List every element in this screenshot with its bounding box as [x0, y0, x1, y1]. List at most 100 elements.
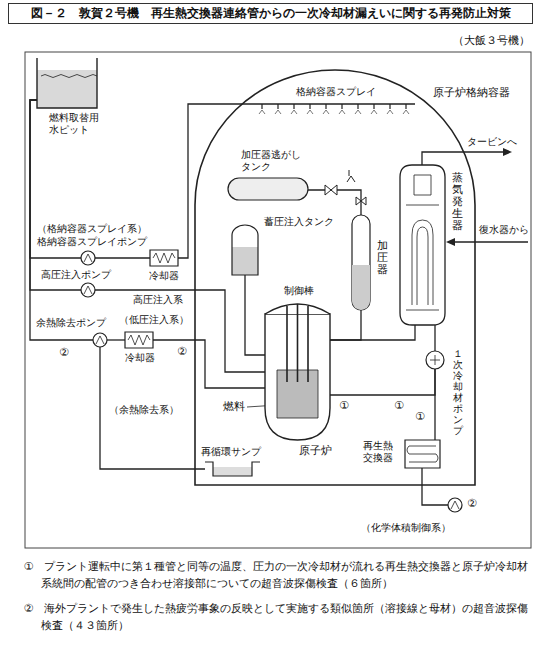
system-label: （化学体積制御系）: [360, 522, 452, 534]
sump-pit: 再循環サンプ: [205, 462, 260, 476]
pipe-line: [107, 339, 125, 340]
callout-number: ①: [414, 410, 426, 423]
pipe-line: [330, 310, 361, 340]
shape-path: [93, 333, 107, 347]
shape-path: [228, 178, 308, 200]
shape-path: [84, 254, 92, 262]
shape-path: [430, 355, 440, 365]
system-label: （格納容器スプレイ系）: [36, 223, 148, 235]
shape-outline: [426, 351, 444, 369]
pipe-line: [330, 369, 435, 395]
spray-cones: [259, 110, 409, 114]
callout-number: ①: [393, 399, 405, 412]
shape-path: [153, 253, 175, 263]
callout-number: ②: [176, 345, 188, 358]
feedwater-pipe: [455, 241, 528, 242]
arrow-head: [503, 148, 512, 156]
shape-outline: [400, 165, 445, 325]
callout-number: ①: [338, 399, 350, 412]
shape-path: [287, 304, 308, 382]
pipe-line: [30, 100, 93, 340]
shape-outline: [37, 58, 97, 108]
shape-path: [81, 283, 95, 297]
part-label: 燃料: [222, 400, 246, 413]
arrow-head: [446, 238, 455, 246]
shape-outline: [93, 333, 107, 347]
plant-name: （大飯３号機）: [452, 34, 531, 47]
shape-path: [96, 336, 104, 344]
system-label: （余熱除去系）: [108, 404, 180, 416]
node-label: 蒸気発生器: [451, 172, 464, 232]
shape-outline: [150, 250, 178, 266]
shape-path: [195, 70, 475, 485]
node-label: 冷却器: [148, 270, 180, 282]
shape-path: [41, 75, 97, 78]
note-text: ② 海外プラントで発生した熱疲労事象の反映として実施する類似箇所（溶接線と母材）…: [23, 600, 535, 634]
shape-path: [232, 225, 258, 275]
flow-label: タービンへ: [466, 136, 518, 148]
node-label: 再循環サンプ: [200, 446, 262, 458]
shape-outline: [265, 300, 330, 440]
node-label: 格納容器スプレイポンプ: [36, 236, 148, 248]
node-label: 原子炉: [298, 444, 333, 457]
node-label: 燃料取替用水ピット: [48, 112, 101, 136]
shape-path: [150, 250, 178, 266]
node-label: 余熱除去ポンプ: [35, 317, 107, 329]
pipe-line: [95, 257, 150, 258]
letdown-pipe: [422, 468, 448, 505]
shape-path: [213, 467, 252, 476]
safety-valve: [347, 170, 355, 182]
shape-path: [232, 225, 258, 275]
relief-pipe: [308, 190, 361, 215]
pipe-line: [330, 325, 415, 340]
shape-path: [232, 247, 258, 275]
pressurizer: 加圧器: [352, 215, 370, 310]
node-label: 原子炉格納容器: [432, 86, 511, 99]
node-label: 加圧器: [376, 240, 389, 276]
coolant-pump: １次冷却材ポンプ: [426, 351, 444, 369]
accumulator-tank: 蓄圧注入タンク: [232, 225, 258, 275]
node-label: １次冷却材ポンプ: [452, 348, 464, 436]
shape-path: [84, 286, 92, 294]
shape-path: [205, 462, 260, 476]
shape-outline: [125, 332, 153, 348]
shape-outline: [232, 225, 258, 275]
pump-symbol: 格納容器スプレイポンプ: [81, 251, 95, 265]
pump-mark: [451, 501, 459, 509]
shape-path: [407, 446, 438, 462]
pipe-line: [434, 369, 435, 440]
spray-pipe: [178, 104, 415, 258]
shape-path: [352, 265, 370, 310]
shape-outline: [81, 251, 95, 265]
note-text: ① プラント運転中に第１種管と同等の温度、圧力の一次冷却材が流れる再生熱交換器と…: [23, 558, 535, 592]
node-label: 再生熱交換器: [362, 440, 395, 464]
shape-path: [81, 251, 95, 265]
pump-symbol: [448, 498, 462, 512]
system-label: 格納容器スプレイ: [295, 86, 377, 98]
pipe-line: [153, 340, 265, 388]
cooler-box: 冷却器: [125, 332, 153, 348]
pipe-line: [245, 275, 265, 355]
shape-path: [37, 70, 97, 108]
shape-outline: [228, 178, 308, 200]
pipe-line: [434, 325, 435, 351]
shape-outline: [352, 215, 370, 310]
relief-tank: 加圧器逃がしタンク: [228, 178, 308, 200]
steam-pipe: [422, 152, 503, 165]
heat-exchanger: 再生熱交換器: [405, 440, 440, 468]
callout-number: ②: [58, 346, 70, 359]
figure-title: 図－２ 敦賀２号機 再生熱交換器連絡管からの一次冷却材漏えいに関する再発防止対策: [8, 3, 533, 24]
shape-path: [128, 335, 150, 345]
shape-path: [414, 175, 431, 195]
steam-generator: 蒸気発生器: [400, 165, 445, 325]
spray-nozzles: [262, 104, 406, 109]
containment-vessel: 原子炉格納容器加圧器逃がしタンク蓄圧注入タンク原子炉加圧器蒸気発生器１次冷却材ポ…: [195, 70, 475, 485]
shape-outline: [405, 440, 440, 468]
shape-outline: [205, 462, 260, 476]
system-label: 高圧注入系: [132, 294, 184, 306]
node-label: 冷却器: [124, 352, 156, 364]
shape-path: [352, 215, 370, 310]
shape-path: [37, 58, 97, 108]
node-label: 蓄圧注入タンク: [263, 216, 335, 228]
